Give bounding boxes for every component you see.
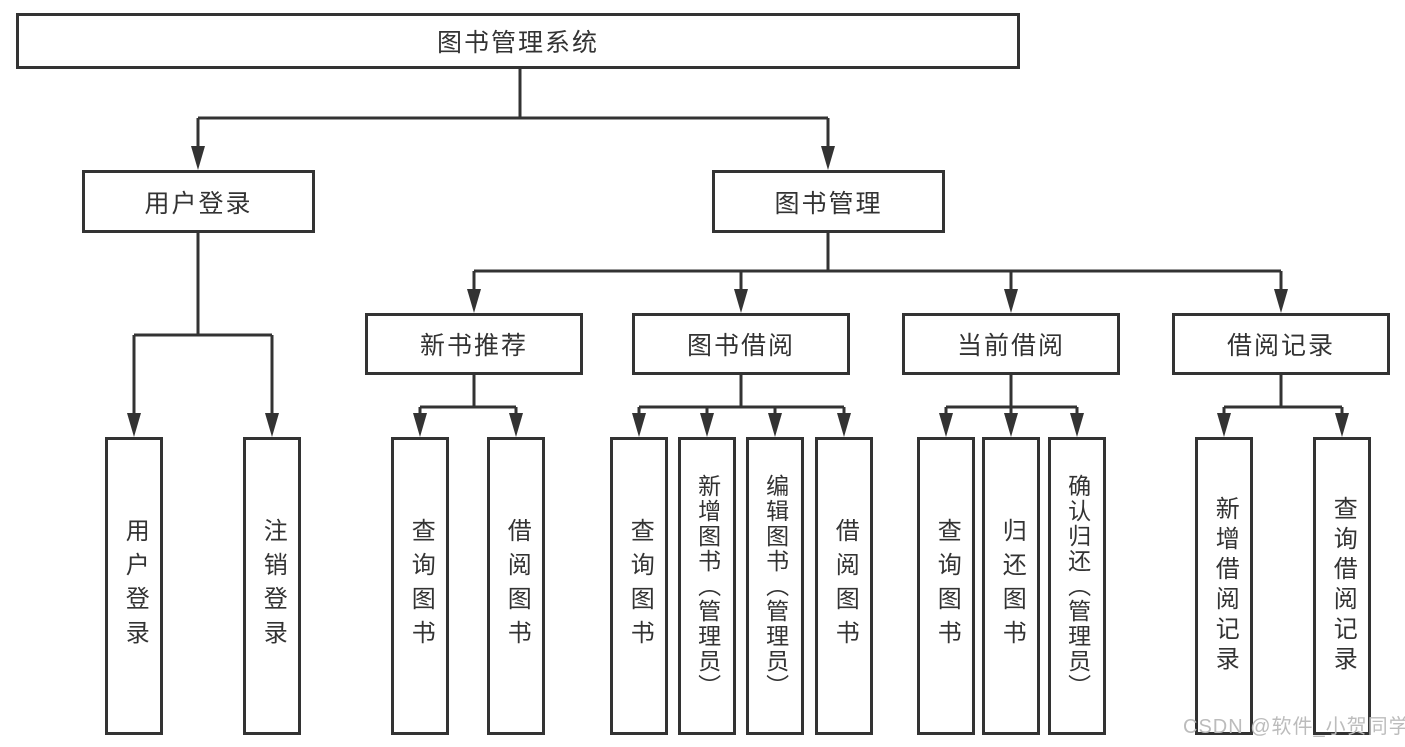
node-borrowing-records: 借阅记录 (1172, 313, 1390, 375)
leaf-user-login: 用户登录 (105, 437, 163, 735)
node-library-management-system: 图书管理系统 (16, 13, 1020, 69)
leaf-return-book: 归还图书 (982, 437, 1040, 735)
leaf-query-borrow-record: 查询借阅记录 (1313, 437, 1371, 735)
node-current-borrowing: 当前借阅 (902, 313, 1120, 375)
node-label: 当前借阅 (956, 332, 1065, 360)
node-new-book-recommendation: 新书推荐 (365, 313, 583, 375)
node-label: 用户登录 (144, 189, 253, 218)
leaf-label: 编辑图书（管理员） (762, 473, 789, 699)
leaf-label: 确认归还（管理员） (1064, 473, 1091, 699)
node-book-management: 图书管理 (712, 170, 945, 233)
leaf-label: 借阅图书 (503, 518, 531, 654)
node-label: 图书管理 (774, 189, 883, 218)
node-label: 借阅记录 (1226, 332, 1335, 360)
leaf-label: 查询借阅记录 (1329, 496, 1357, 676)
leaf-add-borrow-record: 新增借阅记录 (1195, 437, 1253, 735)
node-label: 图书管理系统 (436, 29, 599, 57)
csdn-watermark: CSDN @软件_小贺同学 (1183, 716, 1405, 738)
leaf-query-books-borrowing: 查询图书 (610, 437, 668, 735)
leaf-label: 新增借阅记录 (1211, 496, 1239, 676)
leaf-label: 注销登录 (259, 518, 287, 654)
node-label: 图书借阅 (686, 332, 795, 360)
leaf-add-book-admin: 新增图书（管理员） (678, 437, 736, 735)
leaf-label: 用户登录 (121, 518, 149, 654)
leaf-query-books-recommend: 查询图书 (391, 437, 449, 735)
node-user-login: 用户登录 (82, 170, 315, 233)
node-book-borrowing: 图书借阅 (632, 313, 850, 375)
leaf-edit-book-admin: 编辑图书（管理员） (746, 437, 804, 735)
node-label: 新书推荐 (419, 332, 528, 360)
leaf-label: 借阅图书 (831, 518, 859, 654)
leaf-borrow-books-borrowing: 借阅图书 (815, 437, 873, 735)
leaf-confirm-return-admin: 确认归还（管理员） (1048, 437, 1106, 735)
leaf-label: 新增图书（管理员） (694, 473, 721, 699)
leaf-borrow-books-recommend: 借阅图书 (487, 437, 545, 735)
leaf-query-books-current: 查询图书 (917, 437, 975, 735)
leaf-logout: 注销登录 (243, 437, 301, 735)
leaf-label: 查询图书 (933, 518, 961, 654)
leaf-label: 查询图书 (407, 518, 435, 654)
leaf-label: 查询图书 (626, 518, 654, 654)
leaf-label: 归还图书 (998, 518, 1026, 654)
